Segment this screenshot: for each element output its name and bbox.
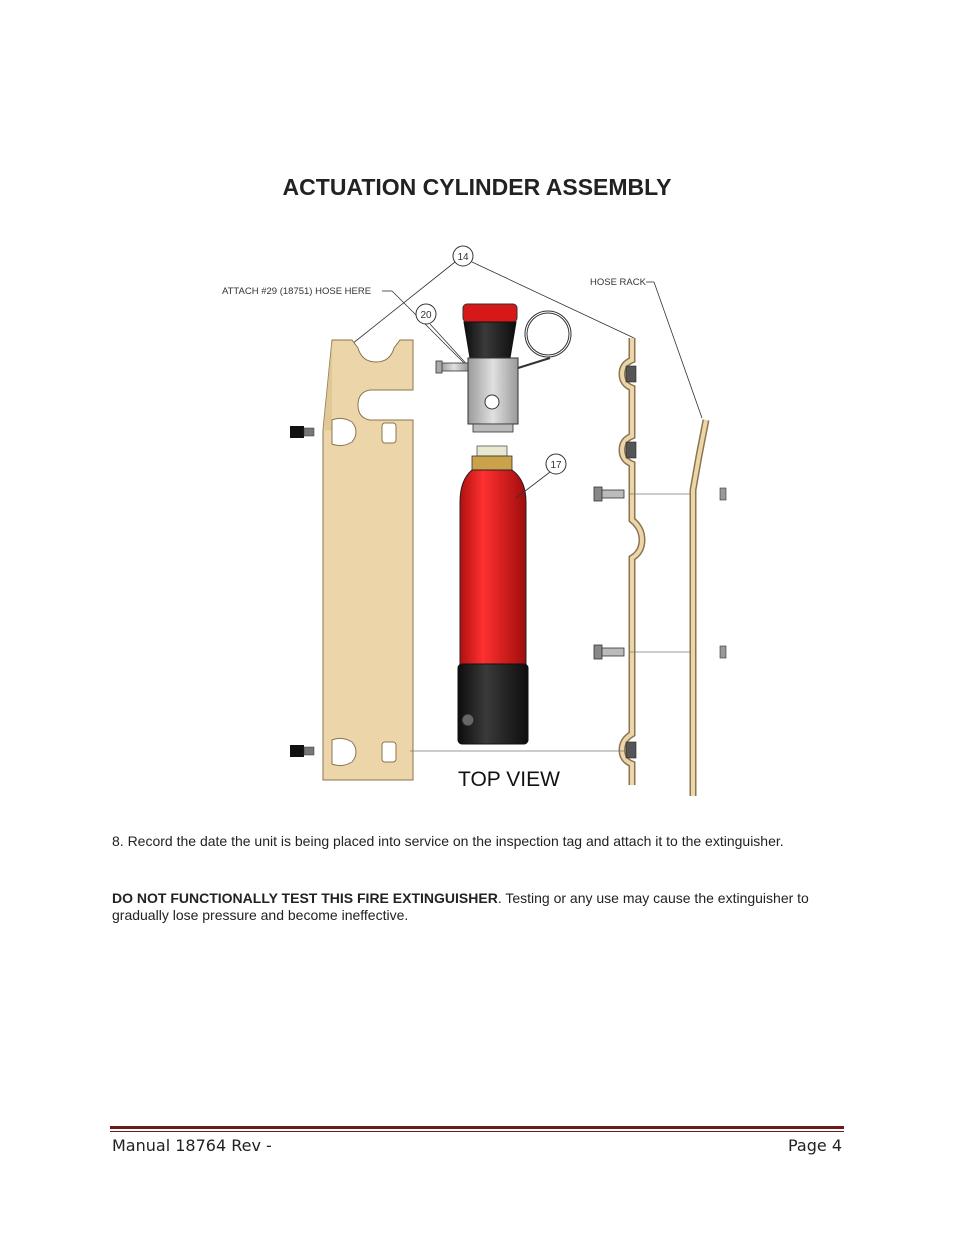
warning-text: . Testing or any use may cause the extin…	[112, 890, 809, 923]
screw-icon	[290, 426, 315, 757]
top-view-label: TOP VIEW	[458, 768, 560, 791]
assembly-figure: 14 ATTACH #29 (18751) HOSE HERE HOSE RAC…	[210, 240, 750, 800]
footer-manual: Manual 18764 Rev -	[112, 1136, 272, 1155]
callout-17: 17	[515, 453, 567, 499]
warning-paragraph: DO NOT FUNCTIONALLY TEST THIS FIRE EXTIN…	[112, 890, 832, 924]
footer-rule	[110, 1126, 844, 1129]
hose-rack-profile	[689, 419, 727, 796]
step-8-text: 8. Record the date the unit is being pla…	[112, 833, 784, 849]
hose-rack-label: HOSE RACK	[590, 277, 647, 288]
callout-20-label: 20	[420, 310, 432, 321]
assembly-diagram: 14 ATTACH #29 (18751) HOSE HERE HOSE RAC…	[222, 245, 727, 796]
actuation-cylinder	[457, 445, 529, 745]
warning-bold: DO NOT FUNCTIONALLY TEST THIS FIRE EXTIN…	[112, 890, 498, 906]
callout-20: 20	[415, 303, 473, 371]
callout-17-label: 17	[550, 460, 562, 471]
callout-14-label: 14	[457, 252, 469, 263]
footer-page-number: Page 4	[788, 1136, 842, 1155]
bolt-icon	[593, 486, 625, 660]
attach-hose-note: ATTACH #29 (18751) HOSE HERE	[222, 286, 476, 375]
valve-assembly	[435, 303, 572, 433]
hose-rack-strip	[618, 338, 646, 785]
hose-rack-note: HOSE RACK	[590, 277, 703, 419]
mounting-bracket	[322, 339, 414, 781]
attach-hose-label: ATTACH #29 (18751) HOSE HERE	[222, 286, 371, 297]
footer-rule-thin	[110, 1131, 844, 1132]
page-title: ACTUATION CYLINDER ASSEMBLY	[282, 174, 672, 200]
